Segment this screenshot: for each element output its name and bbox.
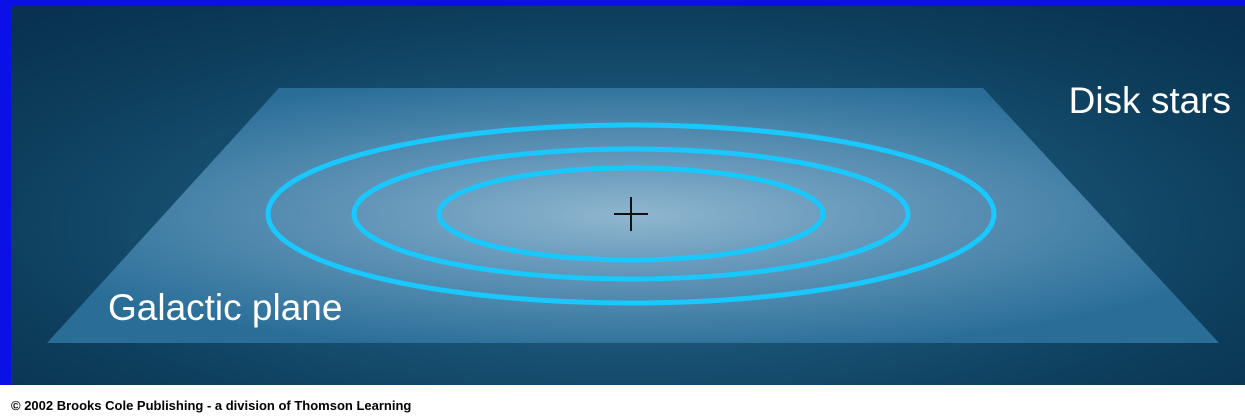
galactic-plane-label: Galactic plane [108,287,342,329]
disk-stars-label: Disk stars [1069,80,1231,122]
footer: © 2002 Brooks Cole Publishing - a divisi… [0,385,1245,420]
diagram-panel: Disk stars Galactic plane [11,6,1245,385]
copyright-text: © 2002 Brooks Cole Publishing - a divisi… [11,398,411,413]
